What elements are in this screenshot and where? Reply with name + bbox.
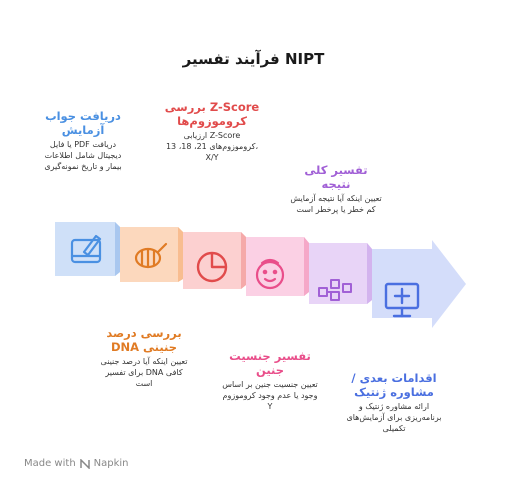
step-1-label: دریافت جواب آزمایش یا فایل PDF دریافت دی… [38,109,128,172]
pie-chart-icon [196,251,228,283]
step-1-title: دریافت جواب آزمایش [45,109,121,137]
step-6-title: اقدامات بعدی / مشاوره ژنتیک [351,371,437,399]
step-3-title: بررسی Z-Score کروموزوم‌ها [164,100,260,128]
step-band-4 [246,237,309,296]
step-3-label: بررسی Z-Score کروموزوم‌ها ارزیابی Z-Scor… [164,100,260,163]
footer-label: Made with [24,458,76,469]
step-band-2 [120,227,183,282]
napkin-logo-icon [79,458,90,469]
step-5-title: تفسیر کلی نتیجه [304,163,368,191]
tablet-pen-icon [70,234,102,264]
step-2-desc: تعیین اینکه آیا درصد جنینی برای تفسیر DN… [100,357,188,388]
step-5-desc: تعیین اینکه آیا نتیجه آزمایش کم خطر یا پ… [290,194,382,214]
step-6-desc: ارائه مشاوره ژنتیک و برنامه‌ریزی برای آز… [346,402,442,433]
flowchart-icon [318,279,352,301]
footer-credit[interactable]: Made with Napkin [24,458,129,469]
step-1-desc: یا فایل PDF دریافت دیجیتال شامل اطلاعات … [44,140,122,171]
step-3-desc: ارزیابی Z-Score کروموزوم‌های 21، 18، 13،… [165,131,259,162]
step-5-label: تفسیر کلی نتیجه تعیین اینکه آیا نتیجه آز… [288,163,384,215]
step-4-desc: تعیین جنسیت جنین بر اساس وجود یا عدم وجو… [222,380,318,411]
step-2-title: بررسی درصد DNA جنینی [106,326,182,354]
step-4-title: تفسیر جنسیت جنین [229,349,311,377]
step-band-3 [183,232,246,289]
dna-magnifier-icon [134,242,168,269]
step-6-label: اقدامات بعدی / مشاوره ژنتیک ارائه مشاوره… [346,371,442,434]
step-2-label: بررسی درصد DNA جنینی تعیین اینکه آیا درص… [98,326,190,389]
monitor-plus-icon [384,282,420,318]
baby-icon [255,258,285,290]
footer-brand: Napkin [93,458,129,469]
step-4-label: تفسیر جنسیت جنین تعیین جنسیت جنین بر اسا… [222,349,318,412]
page-title: فرآیند تفسیر NIPT [182,50,325,68]
step-band-6-arrow [372,240,466,328]
